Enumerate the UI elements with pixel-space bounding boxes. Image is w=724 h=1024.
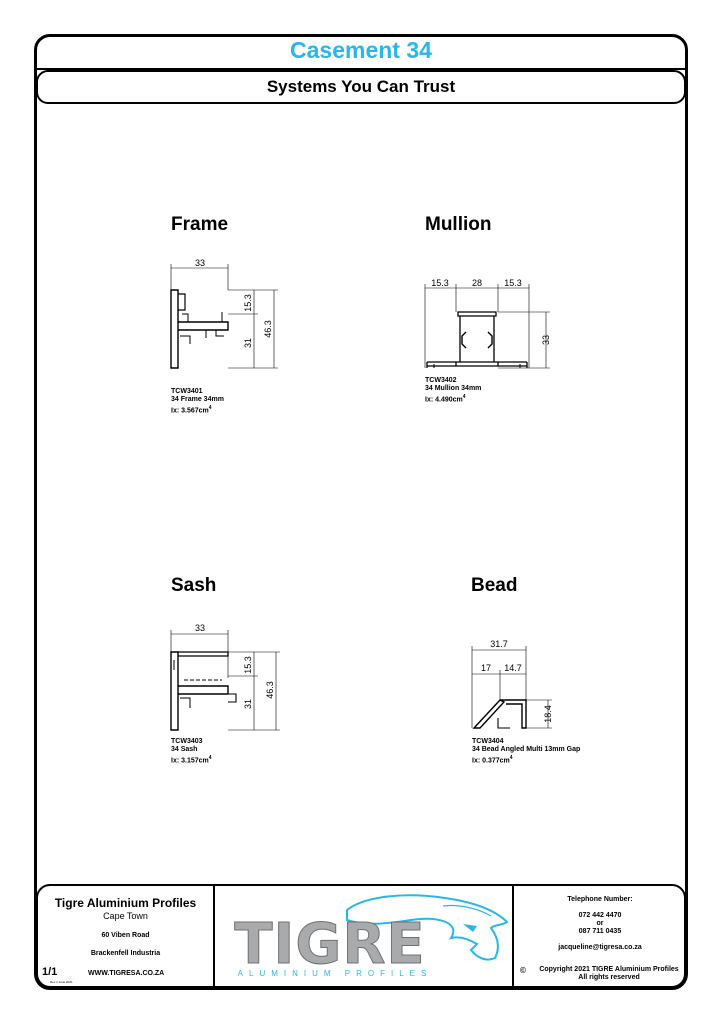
sash-spec: TCW3403 34 Sash Ix: 3.157cm4 xyxy=(171,738,212,765)
mullion-name: 34 Mullion 34mm xyxy=(425,385,482,392)
bead-code: TCW3404 xyxy=(472,738,504,745)
tigre-logo-icon xyxy=(346,894,509,961)
mullion-ix: Ix: 4.490cm4 xyxy=(425,394,466,404)
bead-name: 34 Bead Angled Multi 13mm Gap xyxy=(472,746,581,753)
bead-profile xyxy=(471,646,552,729)
mullion-dim-mid: 28 xyxy=(472,278,482,288)
frame-dim-lower: 31 xyxy=(243,338,253,348)
bead-dim-height: 18.4 xyxy=(543,705,553,723)
frame-name: 34 Frame 34mm xyxy=(171,396,224,403)
frame-code: TCW3401 xyxy=(171,388,203,395)
bead-ix: Ix: 0.377cm4 xyxy=(472,755,513,765)
mullion-title: Mullion xyxy=(425,214,492,235)
title-block-footer: Tigre Aluminium Profiles Cape Town 60 Vi… xyxy=(36,884,686,988)
bead-dim-total: 31.7 xyxy=(490,639,508,649)
frame-profile xyxy=(170,264,278,369)
mullion-dim-left: 15.3 xyxy=(431,278,449,288)
bead-dim-right: 14.7 xyxy=(504,663,522,673)
phone-2[interactable]: 087 711 0435 xyxy=(578,928,622,935)
company-city: Cape Town xyxy=(103,911,148,921)
mullion-profile xyxy=(424,284,550,369)
mullion-dim-right: 15.3 xyxy=(504,278,522,288)
sash-code: TCW3403 xyxy=(171,738,203,745)
website-link[interactable]: WWW.TIGRESA.CO.ZA xyxy=(88,970,165,977)
phone-1[interactable]: 072 442 4470 xyxy=(578,912,622,919)
mullion-spec: TCW3402 34 Mullion 34mm Ix: 4.490cm4 xyxy=(425,377,481,404)
frame-spec: TCW3401 34 Frame 34mm Ix: 3.567cm4 xyxy=(171,388,224,415)
page-subtitle: Systems You Can Trust xyxy=(266,77,456,96)
phone-or: or xyxy=(596,920,604,927)
sash-dim-width: 33 xyxy=(195,623,205,633)
bead-dim-left: 17 xyxy=(481,663,491,673)
company-name: Tigre Aluminium Profiles xyxy=(54,896,197,910)
revision-note: Rev 1 June 2021 xyxy=(50,980,73,984)
sash-name: 34 Sash xyxy=(171,746,198,753)
sash-title: Sash xyxy=(171,575,217,596)
drawing-sheet-border xyxy=(34,34,688,990)
mullion-dim-height: 33 xyxy=(541,335,551,345)
page-number: 1/1 xyxy=(42,966,58,978)
mullion-code: TCW3402 xyxy=(425,377,457,384)
frame-ix: Ix: 3.567cm4 xyxy=(171,405,212,415)
sash-dim-top: 15.3 xyxy=(243,656,253,674)
frame-dim-top: 15.3 xyxy=(243,294,253,312)
copyright-text: Copyright 2021 TIGRE Aluminium Profiles xyxy=(539,966,679,973)
logo-tagline: ALUMINIUM PROFILES xyxy=(237,969,433,978)
sash-profile xyxy=(170,630,280,731)
title-band: Casement 34 xyxy=(34,34,688,70)
rights-text: All rights reserved xyxy=(578,974,640,981)
frame-dim-total: 46.3 xyxy=(263,320,273,338)
bead-spec: TCW3404 34 Bead Angled Multi 13mm Gap Ix… xyxy=(472,738,580,765)
bead-title: Bead xyxy=(471,575,518,596)
subtitle-band: Systems You Can Trust xyxy=(36,70,686,104)
email-link[interactable]: jacqueline@tigresa.co.za xyxy=(558,944,642,951)
sash-dim-total: 46.3 xyxy=(265,681,275,699)
phone-label: Telephone Number: xyxy=(567,896,633,903)
copyright-icon: © xyxy=(520,966,526,975)
frame-dim-width: 33 xyxy=(195,258,205,268)
sash-dim-lower: 31 xyxy=(243,699,253,709)
address-line-1: 60 Viben Road xyxy=(101,932,150,939)
page-title: Casement 34 xyxy=(290,37,432,63)
sash-ix: Ix: 3.157cm4 xyxy=(171,755,212,765)
address-line-2: Brackenfell Industria xyxy=(90,950,161,957)
logo-wordmark: TIGRE xyxy=(234,912,426,978)
frame-title: Frame xyxy=(171,214,229,235)
